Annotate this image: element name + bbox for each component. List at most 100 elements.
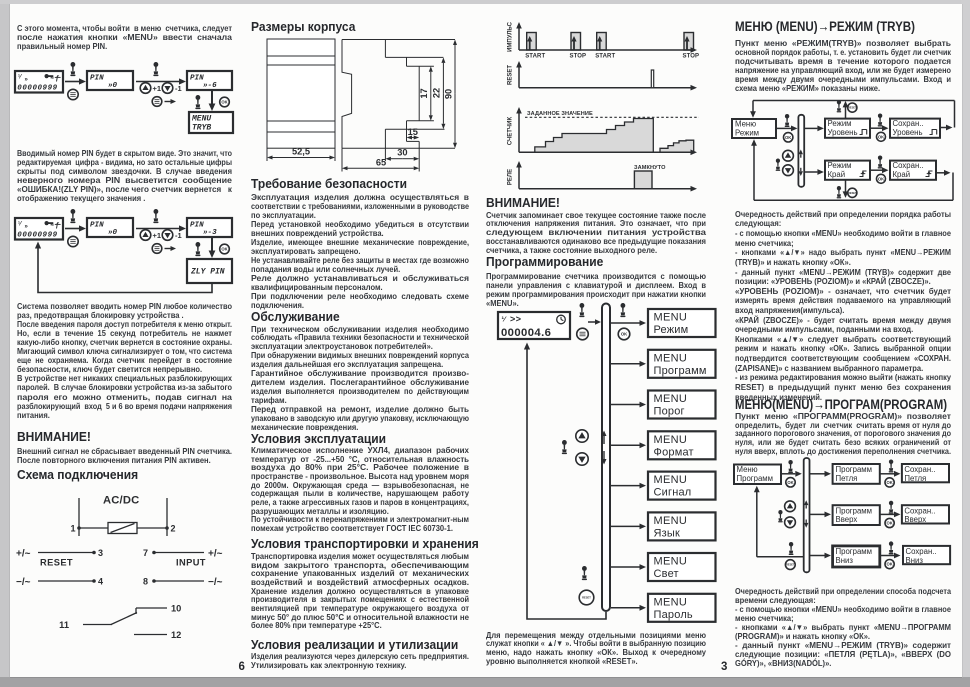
svg-text:Сохран..: Сохран.. [904,465,935,474]
svg-text:MENU: MENU [654,312,688,324]
svg-text:STOP: STOP [570,54,587,60]
svg-text:¹⁄: ¹⁄ [18,221,23,228]
svg-text:2: 2 [171,524,176,534]
svg-text:8: 8 [143,577,148,587]
svg-text:Программ: Программ [836,506,873,515]
svg-text:-1: -1 [175,231,182,240]
svg-text:30: 30 [397,148,407,158]
svg-text:00000999: 00000999 [17,232,57,240]
svg-text:+1: +1 [153,84,162,93]
svg-text:MENU: MENU [191,115,211,124]
svg-text:Вверх: Вверх [904,515,926,524]
svg-text:INPUT: INPUT [176,558,206,568]
svg-text:OK: OK [787,480,793,485]
svg-text:RESET: RESET [582,596,591,600]
svg-text:Свет: Свет [654,568,679,580]
svg-text:11: 11 [59,620,69,630]
svg-text:MENU: MENU [654,352,688,364]
svg-text:Меню: Меню [735,120,756,129]
svg-text:Петля: Петля [904,474,926,483]
svg-text:−/~: −/~ [208,577,223,588]
svg-text:Край: Край [893,170,911,179]
svg-text:22: 22 [432,88,442,98]
svg-text:RESET: RESET [786,563,795,567]
svg-text:MENU: MENU [654,474,688,486]
svg-text:RESET: RESET [508,65,514,85]
svg-text:»-3: »-3 [203,229,217,237]
svg-text:»0: »0 [108,229,118,237]
svg-text:OK: OK [886,521,892,526]
svg-text:OK: OK [621,332,627,337]
svg-text:PIN: PIN [190,75,204,83]
svg-text:»: » [25,77,29,83]
svg-text:Язык: Язык [654,527,681,539]
svg-text:PIN: PIN [190,222,204,230]
svg-text:»-6: »-6 [203,82,217,90]
svg-text:OK: OK [221,100,227,105]
svg-text:Сохран..: Сохран.. [906,547,937,556]
svg-text:OK: OK [878,134,884,139]
svg-text:OK: OK [886,562,892,567]
svg-text:MENU: MENU [654,556,688,568]
svg-text:1: 1 [70,524,75,534]
svg-text:000004.6: 000004.6 [501,327,551,339]
svg-text:>>: >> [510,314,522,324]
svg-text:10: 10 [171,604,181,614]
svg-text:»: » [25,224,29,230]
svg-text:Программ: Программ [654,365,707,377]
svg-text:RESET: RESET [40,558,73,568]
svg-text:TRYB: TRYB [192,124,211,133]
svg-text:OK: OK [886,480,892,485]
svg-text:Порог: Порог [654,406,685,418]
svg-text:3: 3 [98,548,103,558]
svg-text:START: START [525,54,545,60]
svg-text:START: START [595,54,615,60]
svg-text:MENU: MENU [654,515,688,527]
svg-text:Петля: Петля [836,474,858,483]
svg-text:¹⁄: ¹⁄ [18,74,23,81]
svg-text:STOP: STOP [683,54,700,60]
svg-text:OK: OK [221,247,227,252]
svg-text:OK: OK [878,176,884,181]
svg-text:Вниз: Вниз [906,556,924,565]
svg-text:MENU: MENU [654,434,688,446]
svg-text:Сигнал: Сигнал [654,487,692,499]
svg-text:Режим: Режим [828,161,852,170]
svg-text:52,5: 52,5 [292,147,310,157]
svg-text:15: 15 [408,127,418,137]
svg-text:Программ: Программ [836,547,873,556]
svg-text:Режим: Режим [654,324,689,336]
svg-text:-1: -1 [175,84,182,93]
svg-text:Сохран..: Сохран.. [904,506,935,515]
svg-text:MENU: MENU [654,393,688,405]
svg-text:Уровень: Уровень [893,128,923,137]
svg-text:Вниз: Вниз [836,556,854,565]
svg-text:MENU: MENU [654,596,688,608]
svg-text:+/~: +/~ [16,549,31,560]
svg-text:Формат: Формат [654,446,694,458]
svg-text:+1: +1 [153,231,162,240]
svg-text:»0: »0 [108,82,118,90]
svg-text:¹⁄: ¹⁄ [502,315,507,324]
svg-text:AC/DC: AC/DC [103,495,139,507]
svg-text:ЗАМКНУТО: ЗАМКНУТО [634,165,666,171]
svg-text:Вверх: Вверх [836,515,858,524]
svg-text:+/~: +/~ [208,549,223,560]
svg-text:PIN: PIN [90,75,104,83]
svg-text:РЕЛЕ: РЕЛЕ [508,169,514,185]
svg-text:Режим: Режим [735,128,759,137]
svg-text:Программ: Программ [836,465,873,474]
svg-text:Край: Край [828,170,846,179]
svg-text:Режим: Режим [828,119,852,128]
svg-text:90: 90 [444,89,454,99]
svg-text:СЧЕТЧИК: СЧЕТЧИК [508,117,514,146]
svg-text:Меню: Меню [737,465,758,474]
svg-text:Программ: Программ [737,474,774,483]
svg-text:65: 65 [376,157,386,167]
svg-text:ZLY PIN: ZLY PIN [190,268,225,277]
svg-text:Сохран..: Сохран.. [893,161,924,170]
svg-text:17: 17 [419,88,429,98]
svg-text:Уровень: Уровень [828,128,858,137]
svg-text:RESET: RESET [848,191,857,195]
svg-text:12: 12 [171,630,181,640]
